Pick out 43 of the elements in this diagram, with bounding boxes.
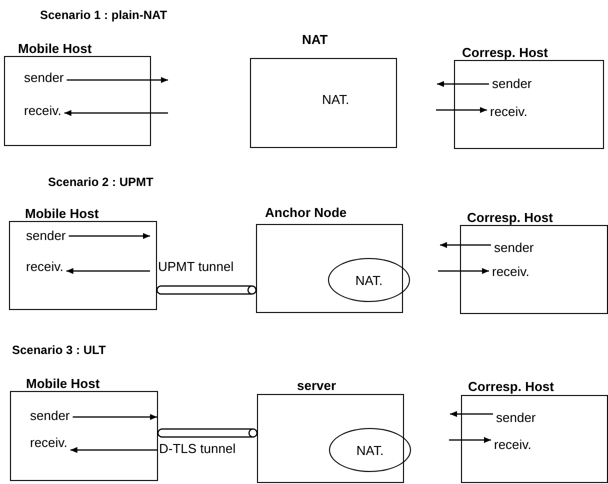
arrow <box>68 233 150 239</box>
box-heading: NAT <box>302 32 328 47</box>
arrow <box>66 77 168 83</box>
scenario-title: Scenario 2 : UPMT <box>48 175 154 189</box>
box-heading: Mobile Host <box>26 376 100 391</box>
flow-label: receiv. <box>26 259 64 274</box>
tunnel-pipe <box>156 285 257 295</box>
arrow <box>437 81 489 87</box>
arrow <box>66 268 150 274</box>
flow-label: receiv. <box>492 264 530 279</box>
arrow <box>64 110 168 116</box>
tunnel-pipe <box>157 428 258 438</box>
flow-label: receiv. <box>24 103 62 118</box>
flow-label: sender <box>26 228 66 243</box>
edge-label: UPMT tunnel <box>157 259 235 274</box>
flow-label: receiv. <box>490 104 528 119</box>
box-heading: Mobile Host <box>18 41 92 56</box>
flow-label: sender <box>496 410 536 425</box>
box-heading: Mobile Host <box>25 206 99 221</box>
box-heading: Anchor Node <box>265 205 347 220</box>
box-heading: Corresp. Host <box>462 45 548 60</box>
arrow <box>436 107 487 113</box>
flow-label: sender <box>494 240 534 255</box>
box-text: NAT. <box>322 92 350 107</box>
edge-label: D-TLS tunnel <box>158 441 237 456</box>
nat-ellipse: NAT. <box>329 428 411 472</box>
nat-ellipse: NAT. <box>328 258 410 302</box>
flow-label: sender <box>492 76 532 91</box>
box-heading: Corresp. Host <box>467 210 553 225</box>
flow-label: sender <box>24 70 64 85</box>
arrow <box>72 414 157 420</box>
arrow <box>70 447 157 453</box>
scenario-title: Scenario 3 : ULT <box>12 343 106 357</box>
arrow <box>438 268 489 274</box>
flow-label: receiv. <box>494 437 532 452</box>
box-heading: Corresp. Host <box>468 379 554 394</box>
arrow <box>440 242 491 248</box>
box-heading: server <box>297 378 336 393</box>
scenario-title: Scenario 1 : plain-NAT <box>40 8 168 22</box>
flow-label: sender <box>30 408 70 423</box>
flow-label: receiv. <box>30 435 68 450</box>
arrow <box>450 411 493 417</box>
arrow <box>449 437 491 443</box>
